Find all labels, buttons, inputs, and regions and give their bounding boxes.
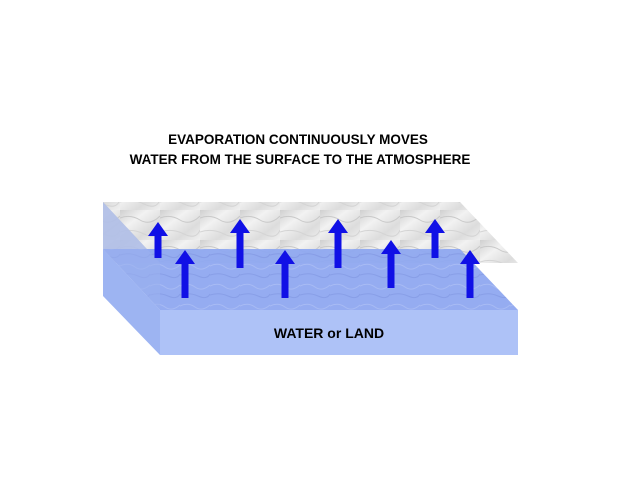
block-left-upper	[103, 202, 160, 310]
up-arrow-icon	[148, 222, 168, 258]
block-left-side	[103, 249, 160, 355]
block-front-face	[160, 310, 518, 355]
up-arrow-icon	[175, 250, 195, 298]
up-arrow-icon	[381, 240, 401, 288]
up-arrow-icon	[425, 219, 445, 258]
title-line-1: EVAPORATION CONTINUOUSLY MOVES	[168, 132, 428, 147]
evaporation-arrows	[148, 219, 480, 298]
surface-top-texture	[103, 202, 518, 263]
title-line-2: WATER FROM THE SURFACE TO THE ATMOSPHERE	[130, 152, 471, 167]
water-top-surface	[103, 249, 518, 310]
up-arrow-icon	[230, 219, 250, 268]
block-label: WATER or LAND	[274, 325, 384, 341]
up-arrow-icon	[460, 250, 480, 298]
up-arrow-icon	[275, 250, 295, 298]
up-arrow-icon	[328, 219, 348, 268]
